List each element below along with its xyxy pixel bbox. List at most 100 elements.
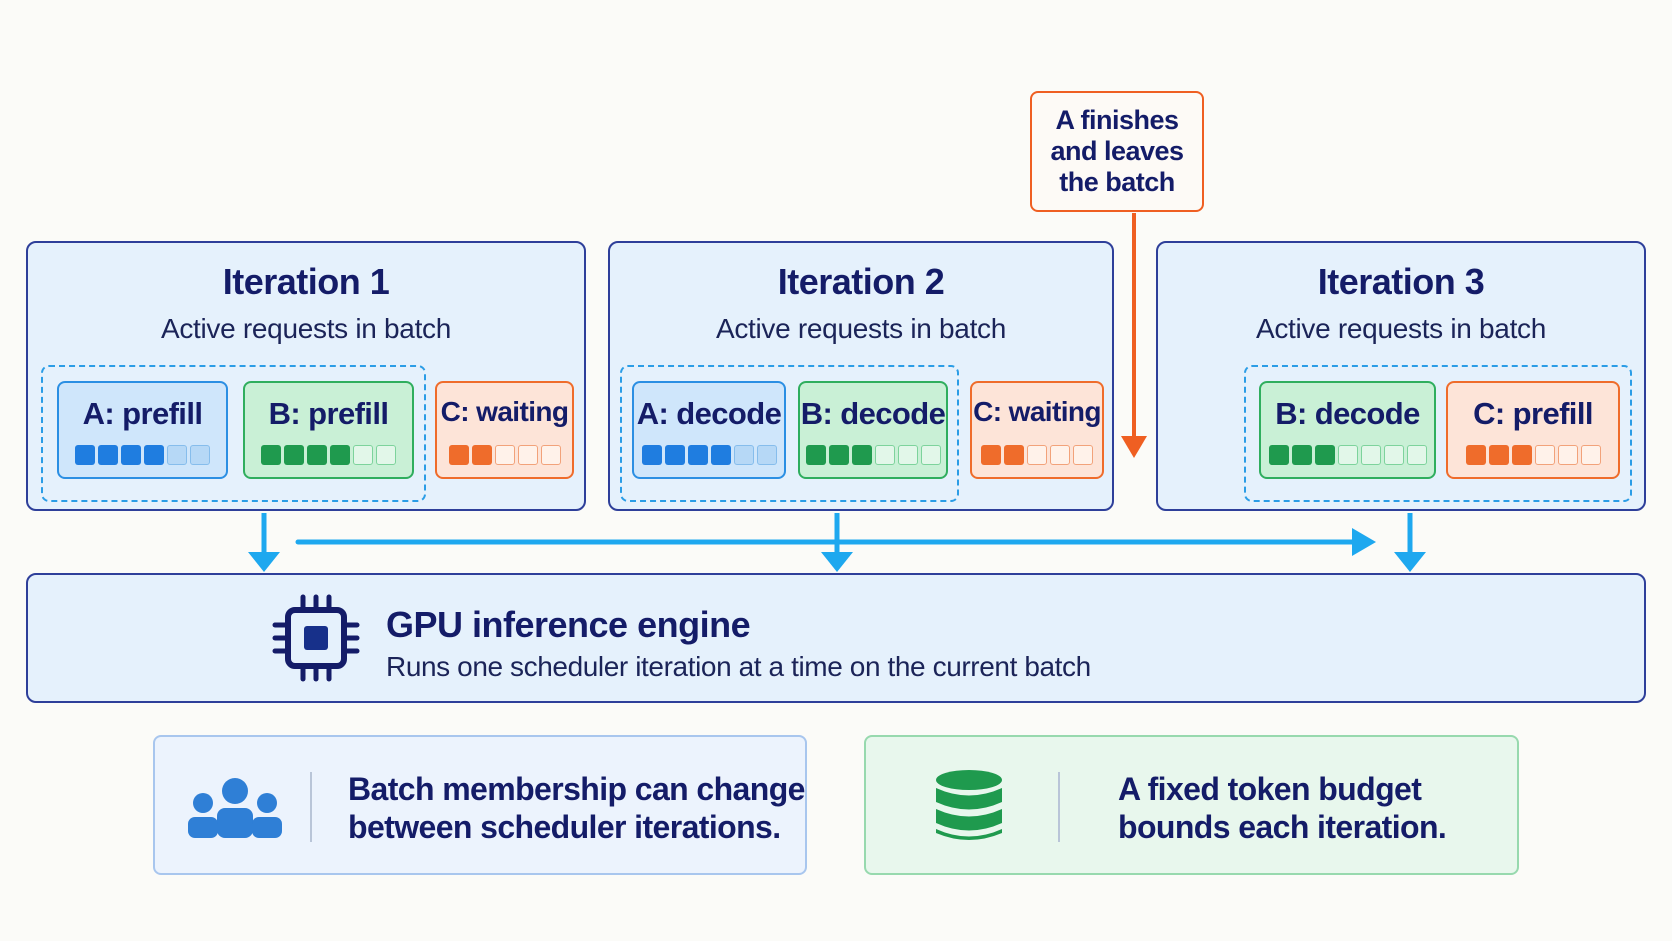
token-block-filled bbox=[687, 445, 708, 465]
token-progress bbox=[800, 445, 946, 465]
token-block-filled bbox=[144, 445, 164, 465]
note-line-1: A fixed token budget bbox=[1118, 771, 1422, 807]
token-block-filled bbox=[307, 445, 327, 465]
request-card-c: C: waiting bbox=[435, 381, 574, 479]
token-block-empty bbox=[1337, 445, 1358, 465]
note-line-1: Batch membership can change bbox=[348, 771, 805, 807]
token-block-filled bbox=[664, 445, 685, 465]
token-block-empty bbox=[733, 445, 754, 465]
batch-membership-note: Batch membership can change between sche… bbox=[153, 735, 807, 875]
iteration-title: Iteration 2 bbox=[777, 261, 945, 302]
token-block-empty bbox=[1360, 445, 1381, 465]
token-block-filled bbox=[471, 445, 492, 465]
token-block-empty bbox=[353, 445, 373, 465]
database-icon bbox=[936, 770, 1002, 840]
token-block-empty bbox=[1027, 445, 1047, 465]
token-block-empty bbox=[540, 445, 561, 465]
timeline-arrow bbox=[295, 528, 1376, 556]
gpu-engine-panel: GPU inference engine Runs one scheduler … bbox=[26, 573, 1646, 703]
iteration-title: Iteration 3 bbox=[1317, 261, 1485, 302]
gpu-chip-icon bbox=[272, 594, 360, 682]
token-block-empty bbox=[1580, 445, 1601, 465]
request-card-a: A: prefill bbox=[57, 381, 228, 479]
token-block-filled bbox=[641, 445, 662, 465]
token-block-filled bbox=[1004, 445, 1024, 465]
active-batch-group bbox=[41, 365, 426, 502]
down-arrow-3 bbox=[1394, 513, 1426, 572]
finish-callout: A finishes and leaves the batch bbox=[1030, 91, 1204, 212]
token-progress bbox=[245, 445, 412, 465]
token-progress bbox=[437, 445, 572, 465]
token-progress bbox=[634, 445, 784, 465]
iteration-subtitle: Active requests in batch bbox=[715, 313, 1007, 344]
token-progress bbox=[59, 445, 226, 465]
token-block-filled bbox=[805, 445, 826, 465]
token-block-empty bbox=[494, 445, 515, 465]
token-progress bbox=[1448, 445, 1618, 465]
callout-line-3: the batch bbox=[1059, 167, 1175, 197]
note-line-2: between scheduler iterations. bbox=[348, 809, 781, 845]
token-block-empty bbox=[1383, 445, 1404, 465]
request-card-b: B: prefill bbox=[243, 381, 414, 479]
down-arrow-2 bbox=[821, 513, 853, 572]
iteration-title: Iteration 1 bbox=[222, 261, 390, 302]
token-block-filled bbox=[75, 445, 95, 465]
iteration-3-panel: Iteration 3 Active requests in batch B: … bbox=[1156, 241, 1646, 511]
token-block-filled bbox=[828, 445, 849, 465]
note-divider bbox=[1058, 772, 1060, 842]
token-block-filled bbox=[1268, 445, 1289, 465]
token-block-empty bbox=[1073, 445, 1093, 465]
token-block-filled bbox=[1511, 445, 1532, 465]
engine-subtitle: Runs one scheduler iteration at a time o… bbox=[386, 651, 1091, 682]
token-block-filled bbox=[710, 445, 731, 465]
token-block-empty bbox=[874, 445, 895, 465]
token-block-empty bbox=[190, 445, 210, 465]
iteration-subtitle: Active requests in batch bbox=[160, 313, 452, 344]
request-card-c: C: prefill bbox=[1446, 381, 1620, 479]
request-card-b: B: decode bbox=[1259, 381, 1436, 479]
token-progress bbox=[972, 445, 1102, 465]
token-block-filled bbox=[261, 445, 281, 465]
request-label: C: prefill bbox=[1473, 396, 1593, 431]
active-batch-group bbox=[620, 365, 959, 502]
token-block-filled bbox=[1291, 445, 1312, 465]
request-card-c: C: waiting bbox=[970, 381, 1104, 479]
token-block-filled bbox=[330, 445, 350, 465]
request-card-b: B: decode bbox=[798, 381, 948, 479]
request-label: B: decode bbox=[1275, 396, 1420, 431]
token-budget-note: A fixed token budget bounds each iterati… bbox=[864, 735, 1519, 875]
request-label: C: waiting bbox=[973, 396, 1101, 427]
token-block-filled bbox=[1488, 445, 1509, 465]
request-label: B: decode bbox=[800, 396, 946, 431]
note-divider bbox=[310, 772, 312, 842]
engine-title: GPU inference engine bbox=[386, 604, 751, 645]
token-block-empty bbox=[167, 445, 187, 465]
iteration-subtitle: Active requests in batch bbox=[1255, 313, 1547, 344]
leave-arrow bbox=[1121, 213, 1147, 458]
note-text: A fixed token budget bounds each iterati… bbox=[1118, 770, 1447, 846]
note-line-2: bounds each iteration. bbox=[1118, 809, 1447, 845]
token-block-filled bbox=[1465, 445, 1486, 465]
token-block-empty bbox=[1050, 445, 1070, 465]
token-block-empty bbox=[897, 445, 918, 465]
token-block-filled bbox=[98, 445, 118, 465]
token-block-filled bbox=[284, 445, 304, 465]
token-block-filled bbox=[121, 445, 141, 465]
token-block-empty bbox=[756, 445, 777, 465]
token-block-filled bbox=[1314, 445, 1335, 465]
token-block-empty bbox=[1534, 445, 1555, 465]
request-label: A: decode bbox=[636, 396, 782, 431]
iteration-1-panel: Iteration 1 Active requests in batch A: … bbox=[26, 241, 586, 511]
token-block-empty bbox=[1406, 445, 1427, 465]
request-label: C: waiting bbox=[440, 396, 569, 427]
request-label: B: prefill bbox=[268, 396, 389, 431]
active-batch-group bbox=[1244, 365, 1632, 502]
token-block-filled bbox=[851, 445, 872, 465]
request-label: A: prefill bbox=[82, 396, 203, 431]
token-block-filled bbox=[981, 445, 1001, 465]
users-group-icon bbox=[188, 778, 282, 838]
token-block-empty bbox=[920, 445, 941, 465]
token-block-empty bbox=[1557, 445, 1578, 465]
token-progress bbox=[1261, 445, 1434, 465]
token-block-filled bbox=[448, 445, 469, 465]
